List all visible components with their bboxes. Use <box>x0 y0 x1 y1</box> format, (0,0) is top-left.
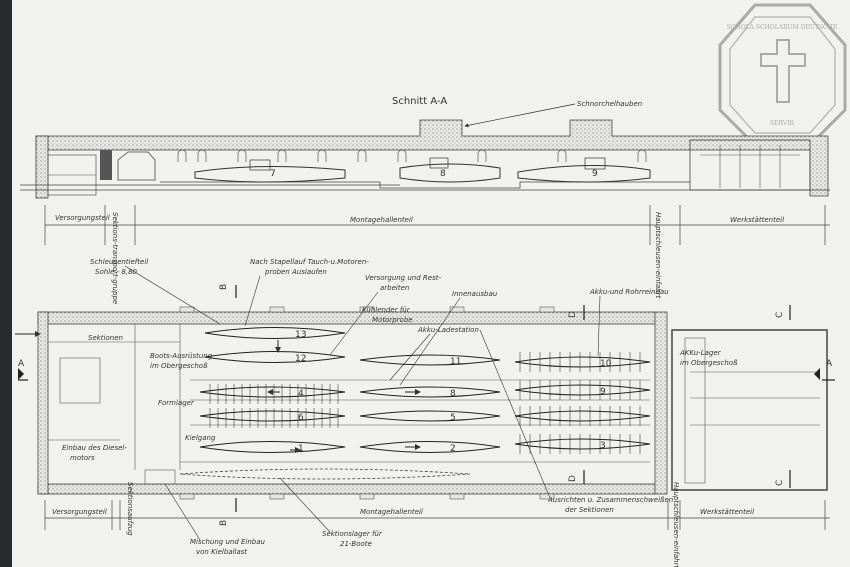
label-akku-lade: Akku-Ladestation <box>417 326 479 334</box>
label-einbau-diesel: Einbau des Diesel- <box>62 444 127 452</box>
label-motors: motors <box>70 454 95 462</box>
label-werkstaettenteil: Werkstättenteil <box>700 508 754 516</box>
label-akku-lager: AKKu-Lager <box>679 349 722 357</box>
label-motorprobe: Motorprobe <box>372 316 413 324</box>
marker-a-right: A <box>826 359 833 369</box>
label-hauptschleuse: Hauptschleusen-einfahrt <box>654 212 662 298</box>
plan-boat-label: 1 <box>298 444 304 454</box>
section-title: Schnitt A-A <box>392 96 447 107</box>
label-schnorchel: Schnorchelhauben <box>577 100 642 108</box>
plan-boat-label: 6 <box>298 413 304 423</box>
label-werkstaetten: Werkstättenteil <box>730 216 784 224</box>
marker-d-bottom: D <box>568 475 578 482</box>
label-montage: Montagehallenteil <box>350 216 413 224</box>
label-nach-stapellauf: Nach Stapellauf Tauch-u.Motoren- <box>250 258 369 266</box>
marker-b-top: B <box>219 284 229 290</box>
plan-boat-label: 2 <box>450 444 456 454</box>
plan-boat-label: 3 <box>600 441 606 451</box>
plan-boat-label: 4 <box>298 389 304 399</box>
section-boat-labels: 7 8 9 <box>270 169 598 179</box>
label-versorgung: Versorgungsteil <box>55 214 110 222</box>
plan-boat-label: 10 <box>600 359 612 369</box>
label-boots-ausruestung: Boots-Ausrüstung <box>150 352 213 360</box>
label-versorgungsteil: Versorgungsteil <box>52 508 107 516</box>
label-kuehlender: Kühlender für <box>362 306 411 314</box>
cross-icon <box>760 39 806 103</box>
section-markers: A A B B D D C C <box>18 284 835 526</box>
label-hauptschleuse-plan: Hauptschleusen-einfahrt <box>672 482 680 567</box>
plan-annotations: Schleusentiefteil Sohle - 8,80 Nach Stap… <box>62 258 738 556</box>
label-sektionen: Sektionen <box>88 334 123 342</box>
label-schleusentiefteil: Schleusentiefteil <box>90 258 148 266</box>
plan-dimension-line <box>44 500 830 530</box>
plan-boat-label: 9 <box>600 387 606 397</box>
marker-c-bottom: C <box>775 480 785 486</box>
label-akku-obergeschoss: im Obergeschoß <box>680 359 738 367</box>
marker-b-bottom: B <box>219 520 229 526</box>
marker-d-top: D <box>568 311 578 318</box>
label-sektionsaufzug: Sektionsaufzug <box>126 482 134 536</box>
label-sektionslager: Sektionslager für <box>322 530 383 538</box>
label-proben: proben Auslaufen <box>264 268 327 276</box>
label-versorgung-rest: Versorgung und Rest- <box>365 274 441 282</box>
label-mischung: Mischung und Einbau <box>190 538 266 546</box>
label-sektionstransport: Sektions-transport-gruppe <box>111 212 119 304</box>
section-a-a-drawing <box>20 119 830 199</box>
plan-boat-labels: 13 12 11 8 6 5 4 1 2 10 9 3 <box>295 330 612 454</box>
label-ausrichten: Ausrichten u. Zusammenschweißen <box>547 496 673 504</box>
label-formlager: Formlager <box>158 399 195 407</box>
plan-boat-label: 12 <box>295 354 306 364</box>
plan-boat-label: 11 <box>450 357 461 367</box>
label-kielballast: von Kielballast <box>196 548 247 556</box>
label-der-sektionen: der Sektionen <box>565 506 614 514</box>
label-sohle: Sohle - 8,80 <box>95 268 138 276</box>
section-boat-label: 9 <box>592 169 598 179</box>
seal-outer-text: SCHOLA SCHOLARUM DEUTSCHE <box>727 24 837 31</box>
label-kielgang: Kielgang <box>185 434 216 442</box>
seal-motto: SERVIR <box>770 120 794 127</box>
label-im-obergeschoss: im Obergeschoß <box>150 362 208 370</box>
section-boat-label: 8 <box>440 169 446 179</box>
label-innenausbau: Innenausbau <box>452 290 498 298</box>
label-montagehallenteil: Montagehallenteil <box>360 508 423 516</box>
section-boat-label: 7 <box>270 169 276 179</box>
plan-boat-label: 13 <box>295 330 306 340</box>
plan-drawing <box>15 306 828 500</box>
plan-boat-label: 8 <box>450 389 456 399</box>
label-boote: 21-Boote <box>340 540 372 548</box>
marker-a-left: A <box>18 359 25 369</box>
label-akku-rohr: Akku-und Rohrreinbau <box>589 288 669 296</box>
label-arbeiten: arbeiten <box>380 284 409 292</box>
marker-c-top: C <box>775 312 785 318</box>
plan-boat-label: 5 <box>450 413 456 423</box>
section-dimension-line <box>44 205 830 245</box>
